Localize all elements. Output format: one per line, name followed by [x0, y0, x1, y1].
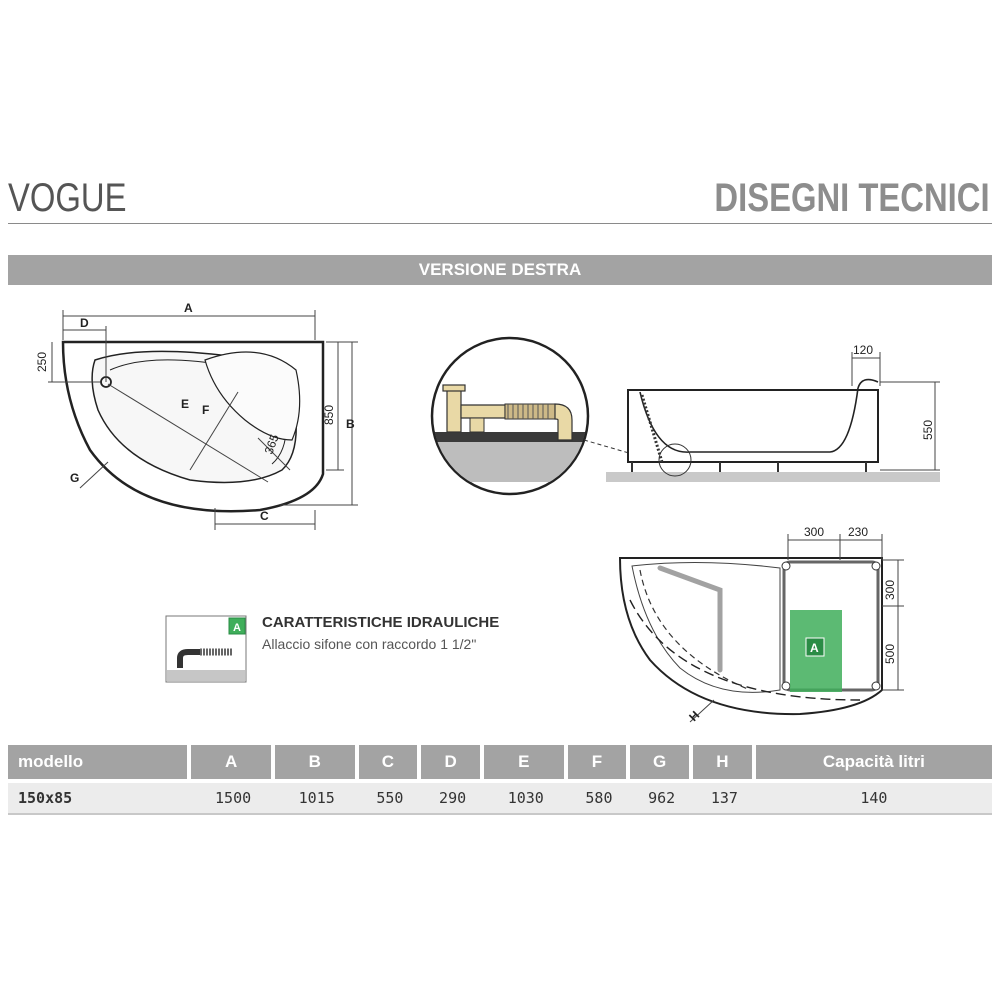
side-view-text: 120 550 [853, 343, 935, 440]
label-B: B [346, 417, 355, 431]
hydraulics-title: CARATTERISTICHE IDRAULICHE [262, 614, 500, 631]
dim-500: 500 [883, 644, 897, 664]
label-E: E [181, 397, 189, 411]
model-title: VOGUE [8, 176, 127, 220]
dim-365: 365 [262, 432, 282, 456]
dim-850: 850 [322, 405, 336, 425]
section-title: DISEGNI TECNICI [714, 176, 990, 220]
top-view-dimensions [48, 310, 358, 530]
spec-table: modello A B C D E F G H Capacità litri 1… [8, 745, 992, 815]
zone-A-label: A [810, 641, 819, 655]
dim-550: 550 [921, 420, 935, 440]
hydraulics-subtitle: Allaccio sifone con raccordo 1 1/2" [262, 636, 477, 652]
dim-250: 250 [35, 352, 49, 372]
siphon-detail-drawing [430, 336, 661, 496]
hydraulics-thumbnail: A [165, 615, 247, 683]
label-D: D [80, 316, 89, 330]
col-E: E [483, 745, 568, 779]
bottom-view-drawing [618, 557, 883, 716]
cell-E: 1030 [483, 779, 568, 815]
cell-H: 137 [693, 779, 756, 815]
hydraulics-badge: A [233, 622, 241, 634]
col-G: G [630, 745, 694, 779]
label-C: C [260, 509, 269, 523]
label-F: F [202, 403, 209, 417]
label-A: A [184, 301, 193, 315]
side-view-drawing [606, 378, 940, 482]
col-B: B [274, 745, 359, 779]
cell-B: 1015 [274, 779, 359, 815]
version-band: VERSIONE DESTRA [8, 255, 992, 285]
label-H: H [686, 708, 702, 724]
cell-modello: 150x85 [8, 779, 192, 815]
top-view-drawing [61, 340, 325, 513]
dim-300-right: 300 [883, 580, 897, 600]
bottom-view-dimensions [689, 534, 904, 723]
header-divider [8, 223, 992, 224]
top-view-text: A D C B E F G 250 850 365 [35, 301, 355, 523]
col-A: A [191, 745, 275, 779]
cell-C: 550 [358, 779, 422, 815]
table-row: 150x85 1500 1015 550 290 1030 580 962 13… [8, 779, 992, 815]
col-H: H [693, 745, 756, 779]
cell-G: 962 [630, 779, 694, 815]
label-G: G [70, 471, 79, 485]
col-C: C [358, 745, 422, 779]
col-D: D [421, 745, 484, 779]
dim-300-top: 300 [804, 525, 824, 539]
col-modello: modello [8, 745, 192, 779]
col-F: F [567, 745, 631, 779]
cell-A: 1500 [191, 779, 275, 815]
col-capacita: Capacità litri [755, 745, 992, 779]
side-view-dimensions [851, 352, 940, 471]
dim-120: 120 [853, 343, 873, 357]
cell-F: 580 [567, 779, 631, 815]
spec-table-header: modello A B C D E F G H Capacità litri [8, 745, 992, 779]
cell-D: 290 [421, 779, 484, 815]
dim-230: 230 [848, 525, 868, 539]
cell-capacita: 140 [755, 779, 992, 815]
